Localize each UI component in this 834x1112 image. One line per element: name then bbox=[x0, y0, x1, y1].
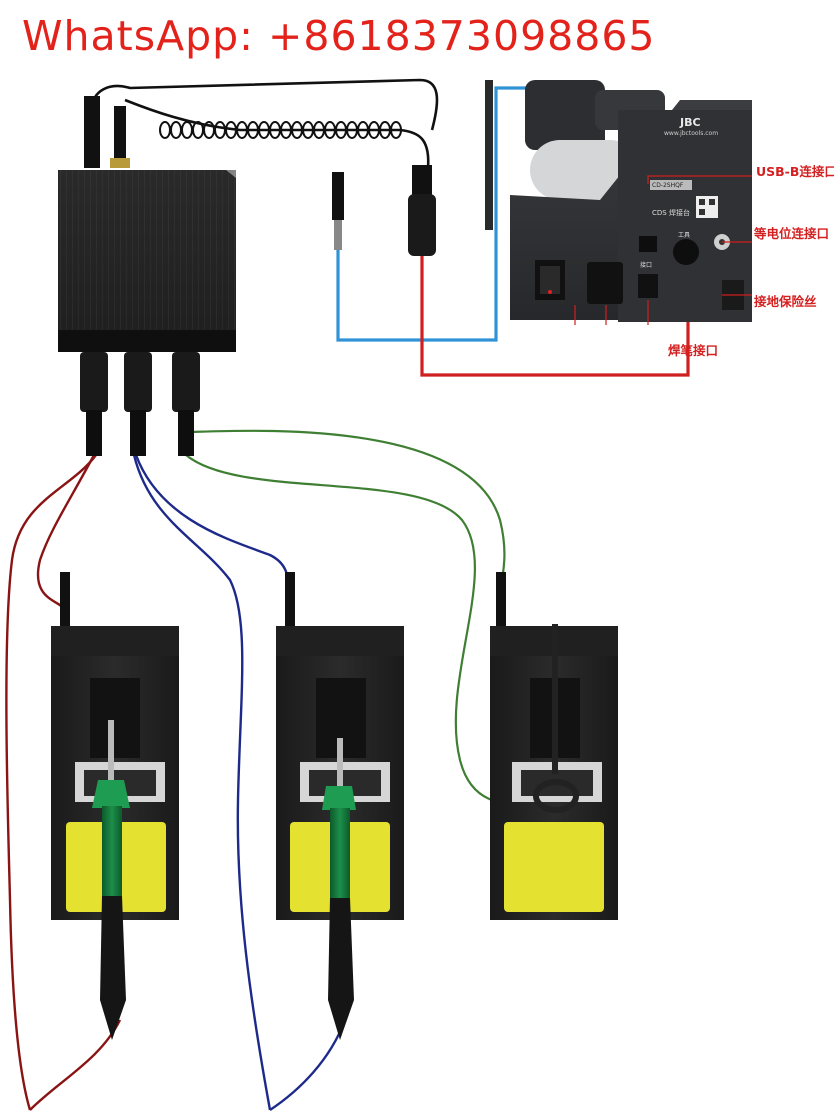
coil-loop bbox=[181, 121, 193, 139]
coiled-cable bbox=[90, 78, 439, 169]
ground-fuse-label: 接地保险丝 bbox=[754, 294, 817, 309]
coil-loops bbox=[159, 121, 402, 139]
equipotential-port-label: 等电位连接口 bbox=[754, 226, 830, 241]
coil-loop bbox=[214, 121, 226, 139]
station-brand: JBC bbox=[680, 116, 701, 129]
cable-red-to-station bbox=[420, 256, 690, 377]
coil-loop bbox=[159, 121, 171, 139]
station-model-desc: CDS 焊接台 bbox=[652, 209, 690, 217]
whatsapp-contact-watermark: WhatsApp: +8618373098865 bbox=[22, 12, 656, 60]
holder-middle bbox=[276, 572, 404, 1040]
coil-loop bbox=[390, 121, 402, 139]
converter-box bbox=[58, 96, 236, 456]
holder-right bbox=[490, 572, 618, 920]
tool-port-caption: 工具 bbox=[678, 232, 691, 239]
usb-b-port-label: USB-B连接口 bbox=[756, 164, 834, 179]
cable-blue-to-station bbox=[336, 86, 535, 342]
station-model: CD-2SHQF bbox=[652, 182, 684, 189]
holder-left bbox=[51, 572, 179, 1040]
blue-plug bbox=[332, 172, 344, 250]
interface-caption: 接口 bbox=[640, 262, 653, 269]
soldering-station bbox=[485, 80, 752, 325]
soldering-port-label: 焊笔接口 bbox=[668, 343, 719, 358]
red-plug bbox=[408, 165, 436, 256]
station-website: www.jbctools.com bbox=[664, 130, 719, 137]
cable-green bbox=[185, 429, 541, 805]
coil-loop bbox=[170, 121, 182, 139]
